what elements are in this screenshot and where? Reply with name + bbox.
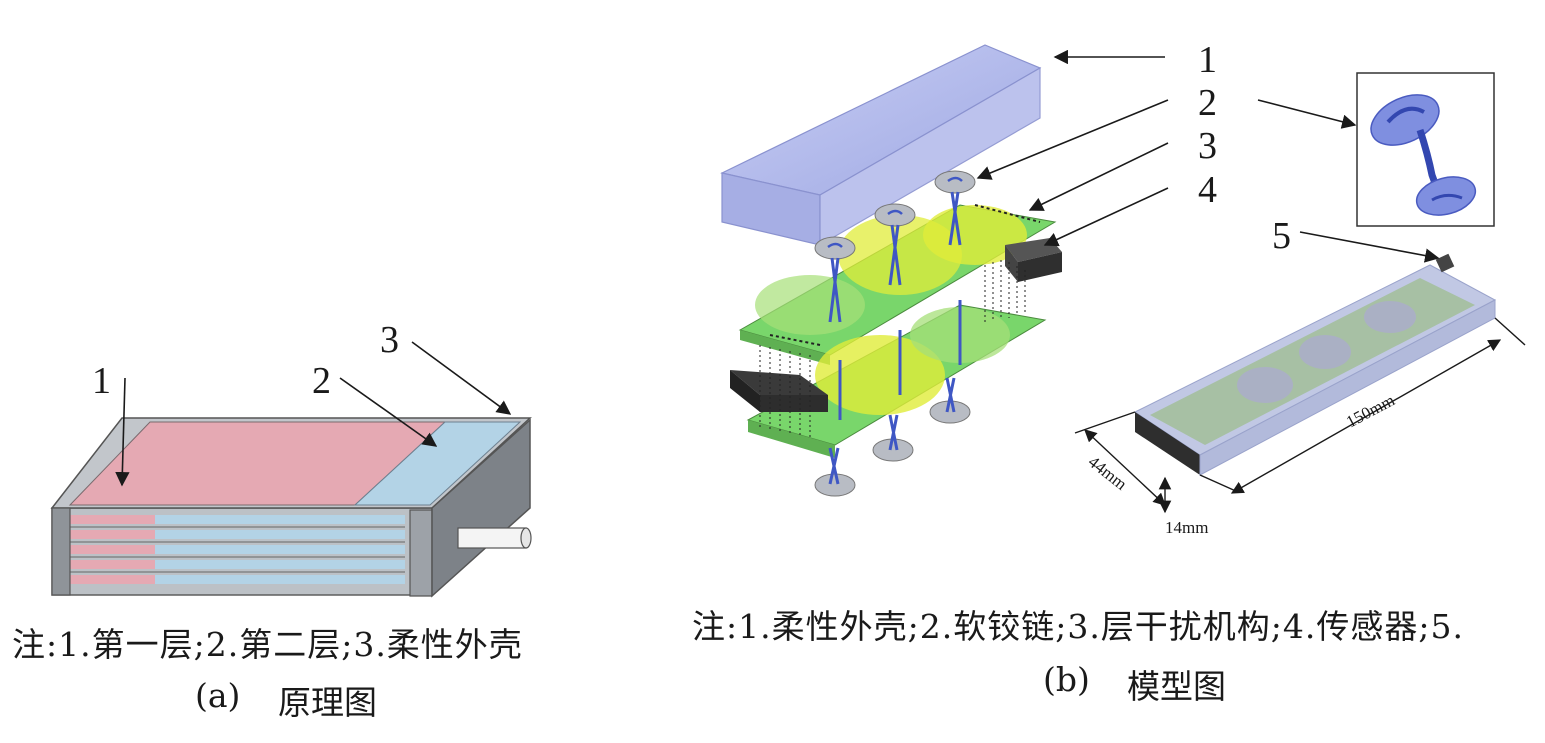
dimension-height: 14mm <box>1165 518 1208 537</box>
callout-arrow-3 <box>411 341 512 415</box>
label-1: 1 <box>92 360 111 402</box>
sensor-block <box>1005 238 1062 282</box>
left-connector-block <box>730 370 828 412</box>
soft-hinges <box>814 170 976 497</box>
label-b-3: 3 <box>1198 125 1217 167</box>
label-2: 2 <box>312 360 331 402</box>
note-panel-b: 注:1.柔性外壳;2.软铰链;3.层干扰机构;4.传感器;5. <box>692 607 1465 646</box>
assembled-module <box>1134 253 1497 476</box>
note-panel-a: 注:1.第一层;2.第二层;3.柔性外壳 <box>12 625 523 664</box>
hinge-detail-inset <box>1356 72 1495 227</box>
sublabel-panel-a: (a) <box>195 676 241 715</box>
dimension-lines <box>1074 317 1526 514</box>
connector-pin <box>457 527 532 549</box>
dimension-length: 150mm <box>1343 390 1398 431</box>
title-panel-b: 模型图 <box>1127 667 1226 706</box>
second-layer-top <box>353 421 522 506</box>
callout-arrow-2 <box>339 377 438 447</box>
shell-right-side <box>431 418 531 598</box>
label-b-4: 4 <box>1198 169 1217 211</box>
label-3: 3 <box>380 319 399 361</box>
layer-strips <box>60 515 405 584</box>
principle-diagram: 1 2 3 <box>50 319 532 598</box>
flexible-shell-cover <box>720 44 1042 247</box>
shell-right-block <box>409 509 433 597</box>
shell-left-cap <box>51 507 71 596</box>
model-diagram: 44mm 150mm 14mm 1 2 3 4 5 <box>720 39 1526 537</box>
sublabel-panel-b: (b) <box>1043 660 1090 699</box>
dimension-width: 44mm <box>1085 452 1131 494</box>
title-panel-a: 原理图 <box>278 683 377 722</box>
label-b-2: 2 <box>1198 82 1217 124</box>
callout-b-arrow-3 <box>1028 142 1169 211</box>
callout-arrow-1 <box>115 377 130 487</box>
label-b-5: 5 <box>1272 215 1291 257</box>
callout-b-arrow-5 <box>1299 231 1440 263</box>
sensor-wires <box>759 260 1026 440</box>
upper-board <box>738 204 1057 365</box>
label-b-1: 1 <box>1198 39 1217 81</box>
callout-b-arrow-2 <box>976 99 1169 180</box>
callout-b-arrow-4 <box>1043 187 1169 247</box>
callout-b-arrow-inset <box>1257 99 1357 129</box>
